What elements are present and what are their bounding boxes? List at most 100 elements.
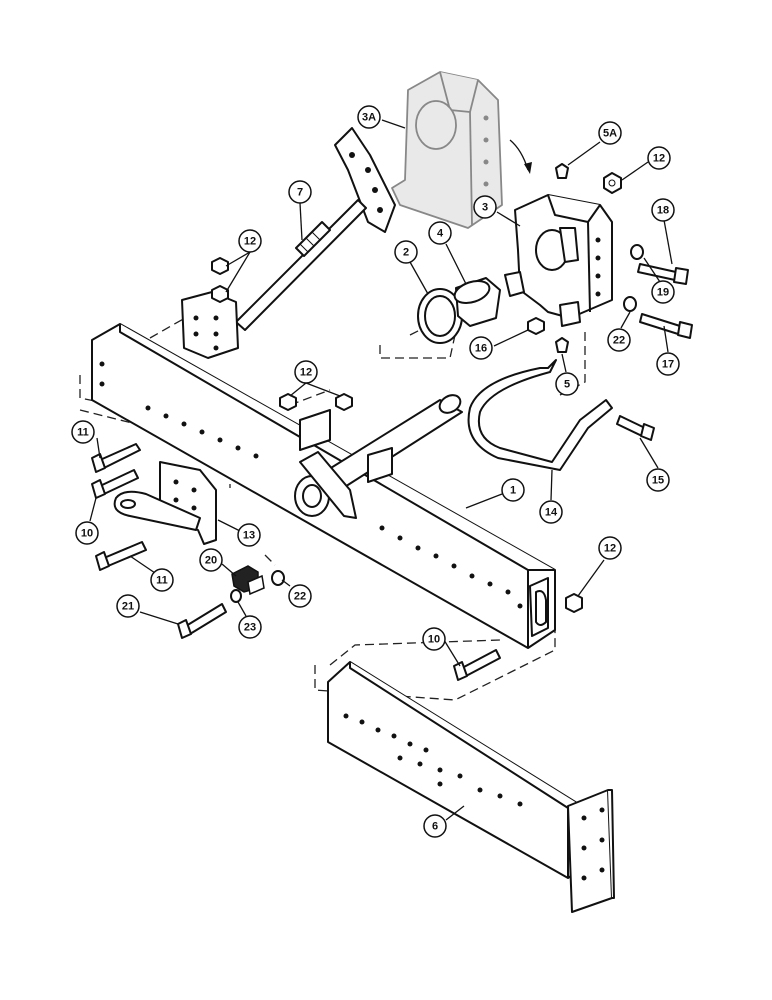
nut-12-top-right (603, 172, 622, 194)
callout-12-left: 12 (238, 229, 262, 253)
callout-label: 12 (300, 367, 312, 379)
extension-bar-6 (327, 661, 615, 913)
bolt-17 (639, 313, 693, 339)
callout-7: 7 (288, 180, 312, 204)
nut-16 (527, 317, 545, 335)
callout-circle (651, 198, 675, 222)
callout-label: 1 (510, 485, 516, 497)
callout-17: 17 (656, 352, 680, 376)
callout-circle (199, 548, 223, 572)
callout-circle (71, 420, 95, 444)
callout-10-bottom: 10 (422, 627, 446, 651)
grease-fitting-5a (555, 163, 569, 179)
bracket-3 (504, 194, 613, 327)
callout-label: 4 (437, 228, 444, 240)
callout-10-left: 10 (75, 521, 99, 545)
callout-circle (428, 221, 452, 245)
callout-circle (394, 240, 418, 264)
callout-circle (357, 105, 381, 129)
callout-label: 17 (662, 359, 674, 371)
callout-18: 18 (651, 198, 675, 222)
callout-circle (238, 615, 262, 639)
callout-6: 6 (423, 814, 447, 838)
callout-label: 11 (77, 427, 89, 439)
hitch-plate-13 (113, 461, 217, 545)
callout-label: 7 (297, 187, 303, 199)
callout-20: 20 (199, 548, 223, 572)
callout-13: 13 (237, 523, 261, 547)
callout-circle (237, 523, 261, 547)
callout-circle (501, 478, 525, 502)
callout-circle (473, 195, 497, 219)
callout-label: 22 (294, 591, 306, 603)
callout-label: 12 (653, 153, 665, 165)
callout-label: 12 (604, 543, 616, 555)
callout-16: 16 (469, 336, 493, 360)
bolt-10-left (91, 469, 139, 499)
washer-22-top (623, 296, 637, 312)
arrow-head-3a (524, 162, 532, 174)
washer-22-bottom (271, 570, 285, 586)
callout-circle (423, 814, 447, 838)
callout-label: 20 (205, 555, 217, 567)
nut-12-link-lower (211, 285, 229, 303)
bolt-18 (637, 263, 689, 285)
callout-label: 6 (432, 821, 438, 833)
callout-22-bottom: 22 (288, 584, 312, 608)
callout-bubbles: 3A 5A 12 7 12 3 4 2 18 19 16 22 17 5 12 11 15 1 14 10 13 20 12… (71, 105, 680, 838)
callout-2: 2 (394, 240, 418, 264)
callout-circle (651, 280, 675, 304)
callout-circle (647, 146, 671, 170)
callout-label: 11 (156, 575, 168, 587)
callout-circle (646, 468, 670, 492)
callout-label: 21 (122, 601, 134, 613)
washer-23 (230, 589, 242, 603)
callout-label: 10 (428, 634, 440, 646)
u-strap-14 (467, 359, 613, 471)
callout-15: 15 (646, 468, 670, 492)
callout-23: 23 (238, 615, 262, 639)
callout-label: 5A (603, 128, 617, 140)
callout-label: 19 (657, 287, 669, 299)
grease-fitting-5 (555, 337, 569, 353)
callout-circle (598, 536, 622, 560)
callout-3: 3 (473, 195, 497, 219)
bolt-10-bottom (453, 649, 501, 681)
clip-20 (231, 565, 265, 596)
callout-circle (422, 627, 446, 651)
callout-1: 1 (501, 478, 525, 502)
washer-19 (630, 244, 644, 260)
callout-label: 3A (362, 112, 376, 124)
callout-label: 2 (403, 247, 409, 259)
callout-3a: 3A (357, 105, 381, 129)
callout-circle (150, 568, 174, 592)
callout-label: 15 (652, 475, 664, 487)
callout-circle (598, 121, 622, 145)
bolt-11-upper-left (91, 443, 141, 473)
callout-14: 14 (539, 500, 563, 524)
callout-label: 12 (244, 236, 256, 248)
callout-22-top: 22 (607, 328, 631, 352)
callout-circle (539, 500, 563, 524)
callout-label: 13 (243, 530, 255, 542)
callout-circle (238, 229, 262, 253)
adjustable-link-7 (181, 127, 396, 359)
nut-12-link-upper (211, 257, 229, 275)
nut-12-beam-left (279, 393, 297, 411)
callout-5: 5 (555, 372, 579, 396)
bushing-4 (453, 277, 501, 327)
callout-circle (116, 594, 140, 618)
callout-11-bottom: 11 (150, 568, 174, 592)
bolt-11-lower (95, 541, 147, 571)
callout-19: 19 (651, 280, 675, 304)
bolt-21 (177, 603, 227, 639)
callout-4: 4 (428, 221, 452, 245)
callout-leaders (89, 119, 673, 821)
callout-12-top: 12 (647, 146, 671, 170)
callout-circle (555, 372, 579, 396)
callout-label: 16 (475, 343, 487, 355)
pivot-tube (294, 394, 463, 519)
callout-label: 22 (613, 335, 625, 347)
